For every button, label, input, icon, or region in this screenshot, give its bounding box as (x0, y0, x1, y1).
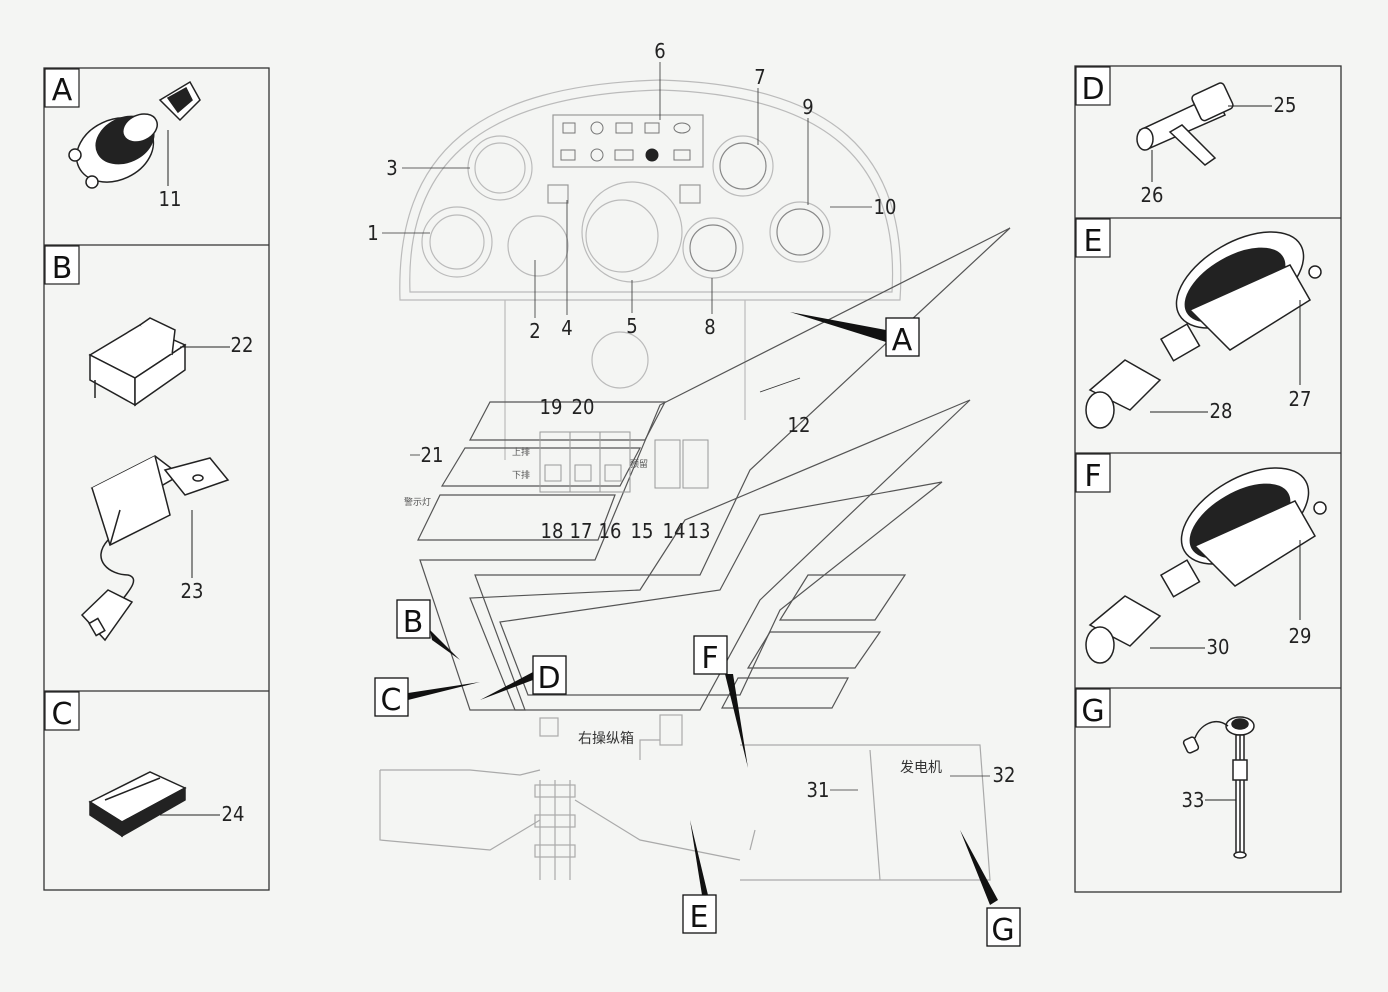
callout-18: 18 (541, 519, 564, 543)
svg-text:C: C (381, 683, 402, 718)
panel-f: F 30 29 (1075, 453, 1327, 664)
temperature-sensor-icon (1136, 82, 1234, 166)
panel-c: C 24 (44, 691, 245, 838)
callout-33: 33 (1182, 788, 1205, 812)
label-warning-lamp: 警示灯 (404, 496, 431, 508)
callout-7: 7 (754, 65, 765, 89)
callout-12: 12 (788, 413, 811, 437)
ignition-switch-icon (68, 80, 201, 189)
wiring-harness (379, 714, 991, 881)
callout-10: 10 (874, 195, 897, 219)
callout-11: 11 (159, 187, 182, 211)
pointer-f: F (693, 635, 748, 768)
callout-4: 4 (561, 316, 572, 340)
callout-20: 20 (572, 395, 595, 419)
callout-15: 15 (631, 519, 654, 543)
callout-22: 22 (231, 333, 254, 357)
callout-13: 13 (688, 519, 711, 543)
pointer-c: C (374, 677, 480, 718)
callout-5: 5 (626, 314, 637, 338)
pointer-g: G (960, 830, 1021, 948)
svg-text:G: G (991, 913, 1014, 948)
instrument-cluster (399, 79, 902, 460)
panel-d: D 25 26 (1075, 66, 1297, 207)
oil-pressure-sensor-icon (1085, 231, 1322, 429)
pointer-tags: A B C D E F G (374, 312, 1021, 948)
left-panel-frame (43, 67, 270, 891)
callout-30: 30 (1207, 635, 1230, 659)
label-generator: 发电机 (900, 760, 942, 776)
callout-2: 2 (529, 319, 540, 343)
pointer-b: B (396, 599, 460, 660)
callout-26: 26 (1141, 183, 1164, 207)
callout-28: 28 (1210, 399, 1233, 423)
panel-b-tag: B (52, 251, 73, 286)
callout-24: 24 (222, 802, 245, 826)
callout-1: 1 (367, 221, 378, 245)
svg-text:F: F (701, 641, 718, 676)
callout-19: 19 (540, 395, 563, 419)
pointer-d: D (480, 655, 567, 700)
panel-e-tag: E (1084, 224, 1103, 259)
main-callouts: 1 2 3 4 5 6 7 8 9 10 12 13 14 15 16 17 1… (367, 39, 1015, 802)
panel-g: G 33 (1075, 688, 1255, 859)
panel-a: A 11 (44, 68, 201, 211)
callout-9: 9 (802, 95, 813, 119)
switch-panel (539, 431, 709, 493)
fuel-level-sensor-icon (1182, 716, 1255, 859)
callout-27: 27 (1289, 387, 1312, 411)
panel-a-tag: A (52, 73, 73, 108)
label-spare: 预留 (630, 458, 648, 470)
callout-32: 32 (993, 763, 1016, 787)
pointer-a: A (790, 312, 920, 358)
callout-3: 3 (386, 156, 397, 180)
svg-text:E: E (690, 900, 709, 935)
panel-e: E 28 27 (1075, 218, 1322, 429)
callout-6: 6 (654, 39, 665, 63)
svg-text:B: B (403, 605, 424, 640)
callout-8: 8 (704, 315, 715, 339)
water-temperature-sensor-icon (1085, 467, 1327, 664)
warning-lights-icon (560, 121, 691, 162)
console-outline (417, 227, 1011, 711)
callout-23: 23 (181, 579, 204, 603)
callout-16: 16 (599, 519, 622, 543)
relay-icon (88, 317, 187, 407)
callout-25: 25 (1274, 93, 1297, 117)
panel-d-tag: D (1081, 72, 1104, 107)
callout-31: 31 (807, 778, 830, 802)
right-panel-frame (1074, 65, 1342, 893)
panel-f-tag: F (1084, 459, 1101, 494)
panel-b: B 22 23 (44, 245, 254, 642)
callout-17: 17 (570, 519, 593, 543)
pointer-e: E (682, 820, 717, 935)
flasher-unit-icon (80, 455, 230, 642)
label-upper-row: 上排 (512, 446, 530, 458)
callout-29: 29 (1289, 624, 1312, 648)
panel-c-tag: C (52, 697, 73, 732)
connector-icon (88, 771, 187, 838)
label-lower-row: 下排 (512, 469, 530, 481)
svg-text:D: D (537, 661, 560, 696)
callout-14: 14 (663, 519, 686, 543)
panel-g-tag: G (1081, 694, 1104, 729)
svg-text:A: A (892, 323, 913, 358)
callout-21: 21 (421, 443, 444, 467)
label-right-console: 右操纵箱 (578, 731, 634, 747)
